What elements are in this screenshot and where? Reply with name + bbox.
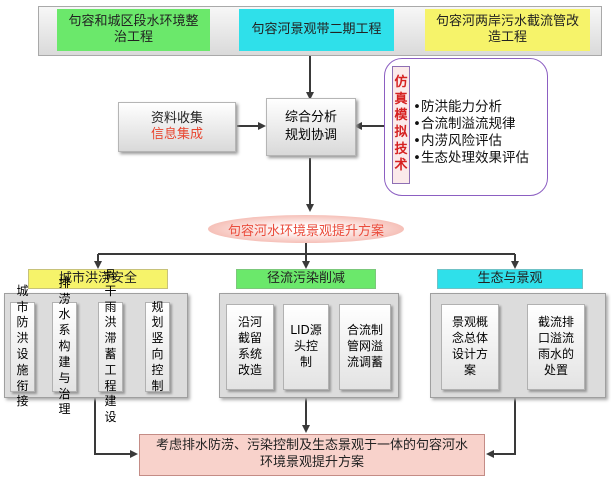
project-3-box: 句容河两岸污水截流管改造工程	[425, 9, 590, 51]
arrow-panel3-to-final	[486, 398, 516, 458]
ecology-item-1: 景观概念总体设计方案	[441, 304, 499, 390]
data-collection-line1: 资料收集	[150, 110, 203, 126]
analysis-box: 综合分析规划协调	[266, 98, 356, 156]
data-collection-line2: 信息集成	[150, 127, 203, 142]
simulation-box	[384, 58, 548, 196]
project-2-box: 句容河景观带二期工程	[239, 9, 394, 51]
flood-item-4: 规划竖向控制	[145, 300, 170, 393]
simulation-item: •合流制溢流规律	[413, 116, 516, 132]
project-1-box: 句容和城区段水环境整治工程	[57, 9, 210, 51]
simulation-item: •内涝风险评估	[413, 133, 502, 149]
runoff-item-2: LID源头控制	[283, 304, 329, 390]
simulation-tag: 仿真模拟技术	[392, 66, 410, 184]
simulation-list: •防洪能力分析 •合流制溢流规律 •内涝风险评估 •生态处理效果评估	[413, 99, 529, 167]
runoff-item-3: 合流制管网溢流调蓄	[339, 304, 391, 390]
data-collection-box: 资料收集 信息集成	[118, 102, 236, 152]
category-flood-safety: 城市洪涝安全	[28, 269, 168, 289]
simulation-item: •防洪能力分析	[413, 99, 502, 115]
category-runoff-pollution: 径流污染削减	[236, 269, 376, 289]
arrow-panel1-to-final	[94, 398, 138, 458]
category-ecology-landscape: 生态与景观	[437, 269, 583, 289]
flood-item-3: 骨干雨洪滞蓄工程建设	[98, 268, 123, 424]
flood-item-1: 城市防洪设施衔接	[10, 284, 35, 408]
simulation-item: •生态处理效果评估	[413, 150, 529, 166]
flood-item-2: 排涝水系构建与治理	[52, 276, 77, 416]
final-plan-box: 考虑排水防涝、污染控制及生态景观于一体的句容河水环境景观提升方案	[139, 434, 485, 476]
plan-ellipse: 句容河水环境景观提升方案	[208, 215, 404, 243]
runoff-item-1: 沿河截留系统改造	[226, 304, 274, 390]
ecology-item-2: 截流排口溢流雨水的处置	[527, 304, 585, 390]
